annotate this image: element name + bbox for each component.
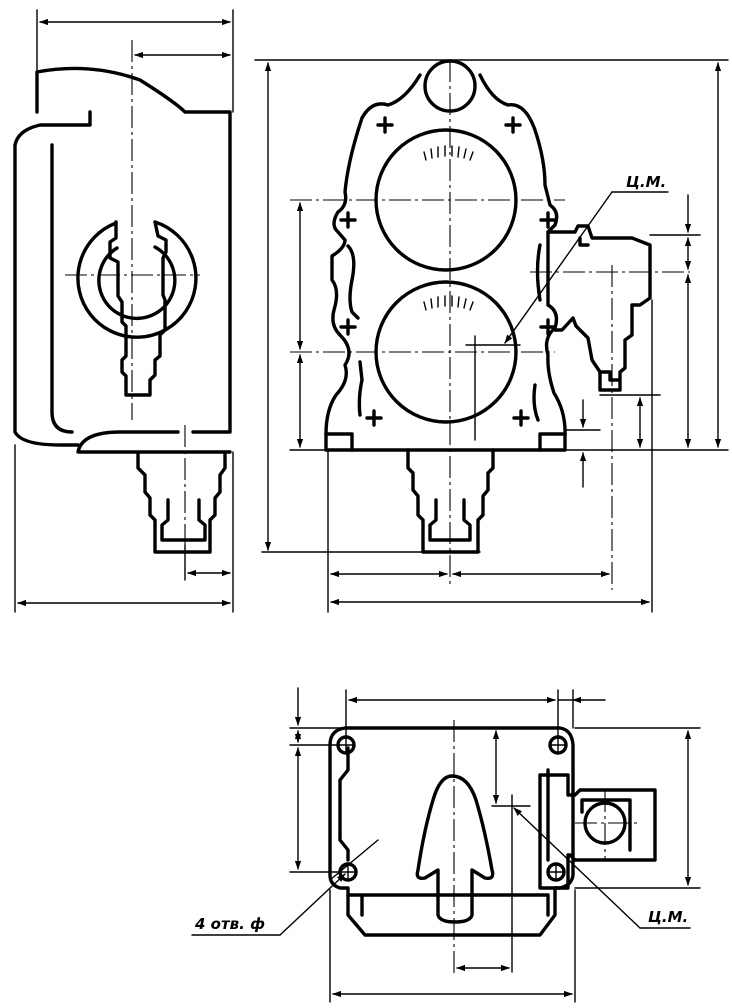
side-view-body-outline [13,66,232,454]
plan-view-holes-leader-b [329,839,379,881]
front-view-inner-contour [346,243,542,422]
plan-view-terminal-gland-ring [580,798,632,852]
plan-view-holes-label: 4 отв. ф [194,915,265,933]
front-view-center-of-mass-label: Ц.М. [626,173,666,191]
plan-view-terminal-box [538,773,657,890]
front-view-foot-right [538,432,567,452]
front-view-housing-outline [324,73,567,452]
side-view-socket-ring [76,220,198,339]
front-view-foot-left [324,432,354,452]
front-view-center-of-mass-mark [465,335,521,441]
side-view-inner-lip [50,143,74,434]
plan-view-center-of-mass-label: Ц.М. [648,908,688,926]
plan-view-center-of-mass-leader [513,807,641,929]
plan-view-base-outline [328,726,575,937]
plan-view-knob [415,774,495,924]
front-view-scale-upper [423,145,474,161]
side-view-nut-outline [136,450,227,554]
front-view-center-of-mass-leader [504,191,613,344]
front-view-screws [339,116,557,427]
plan-view-inner-outline [338,746,550,917]
plan-view-holes-leader [279,873,346,936]
side-view-keyhole [108,220,168,397]
front-view-terminal-inner [578,236,620,382]
side-view [13,9,234,613]
front-view-scale-lower [423,295,474,311]
front-view: Ц.М. [254,59,729,613]
front-view-terminal-box [546,224,652,392]
plan-view-center-of-mass-mark [491,794,531,973]
side-view-nut-inner [160,498,207,542]
plan-view: Ц.М. 4 отв. ф [191,687,701,1003]
plan-view-hole-marks [337,736,567,881]
